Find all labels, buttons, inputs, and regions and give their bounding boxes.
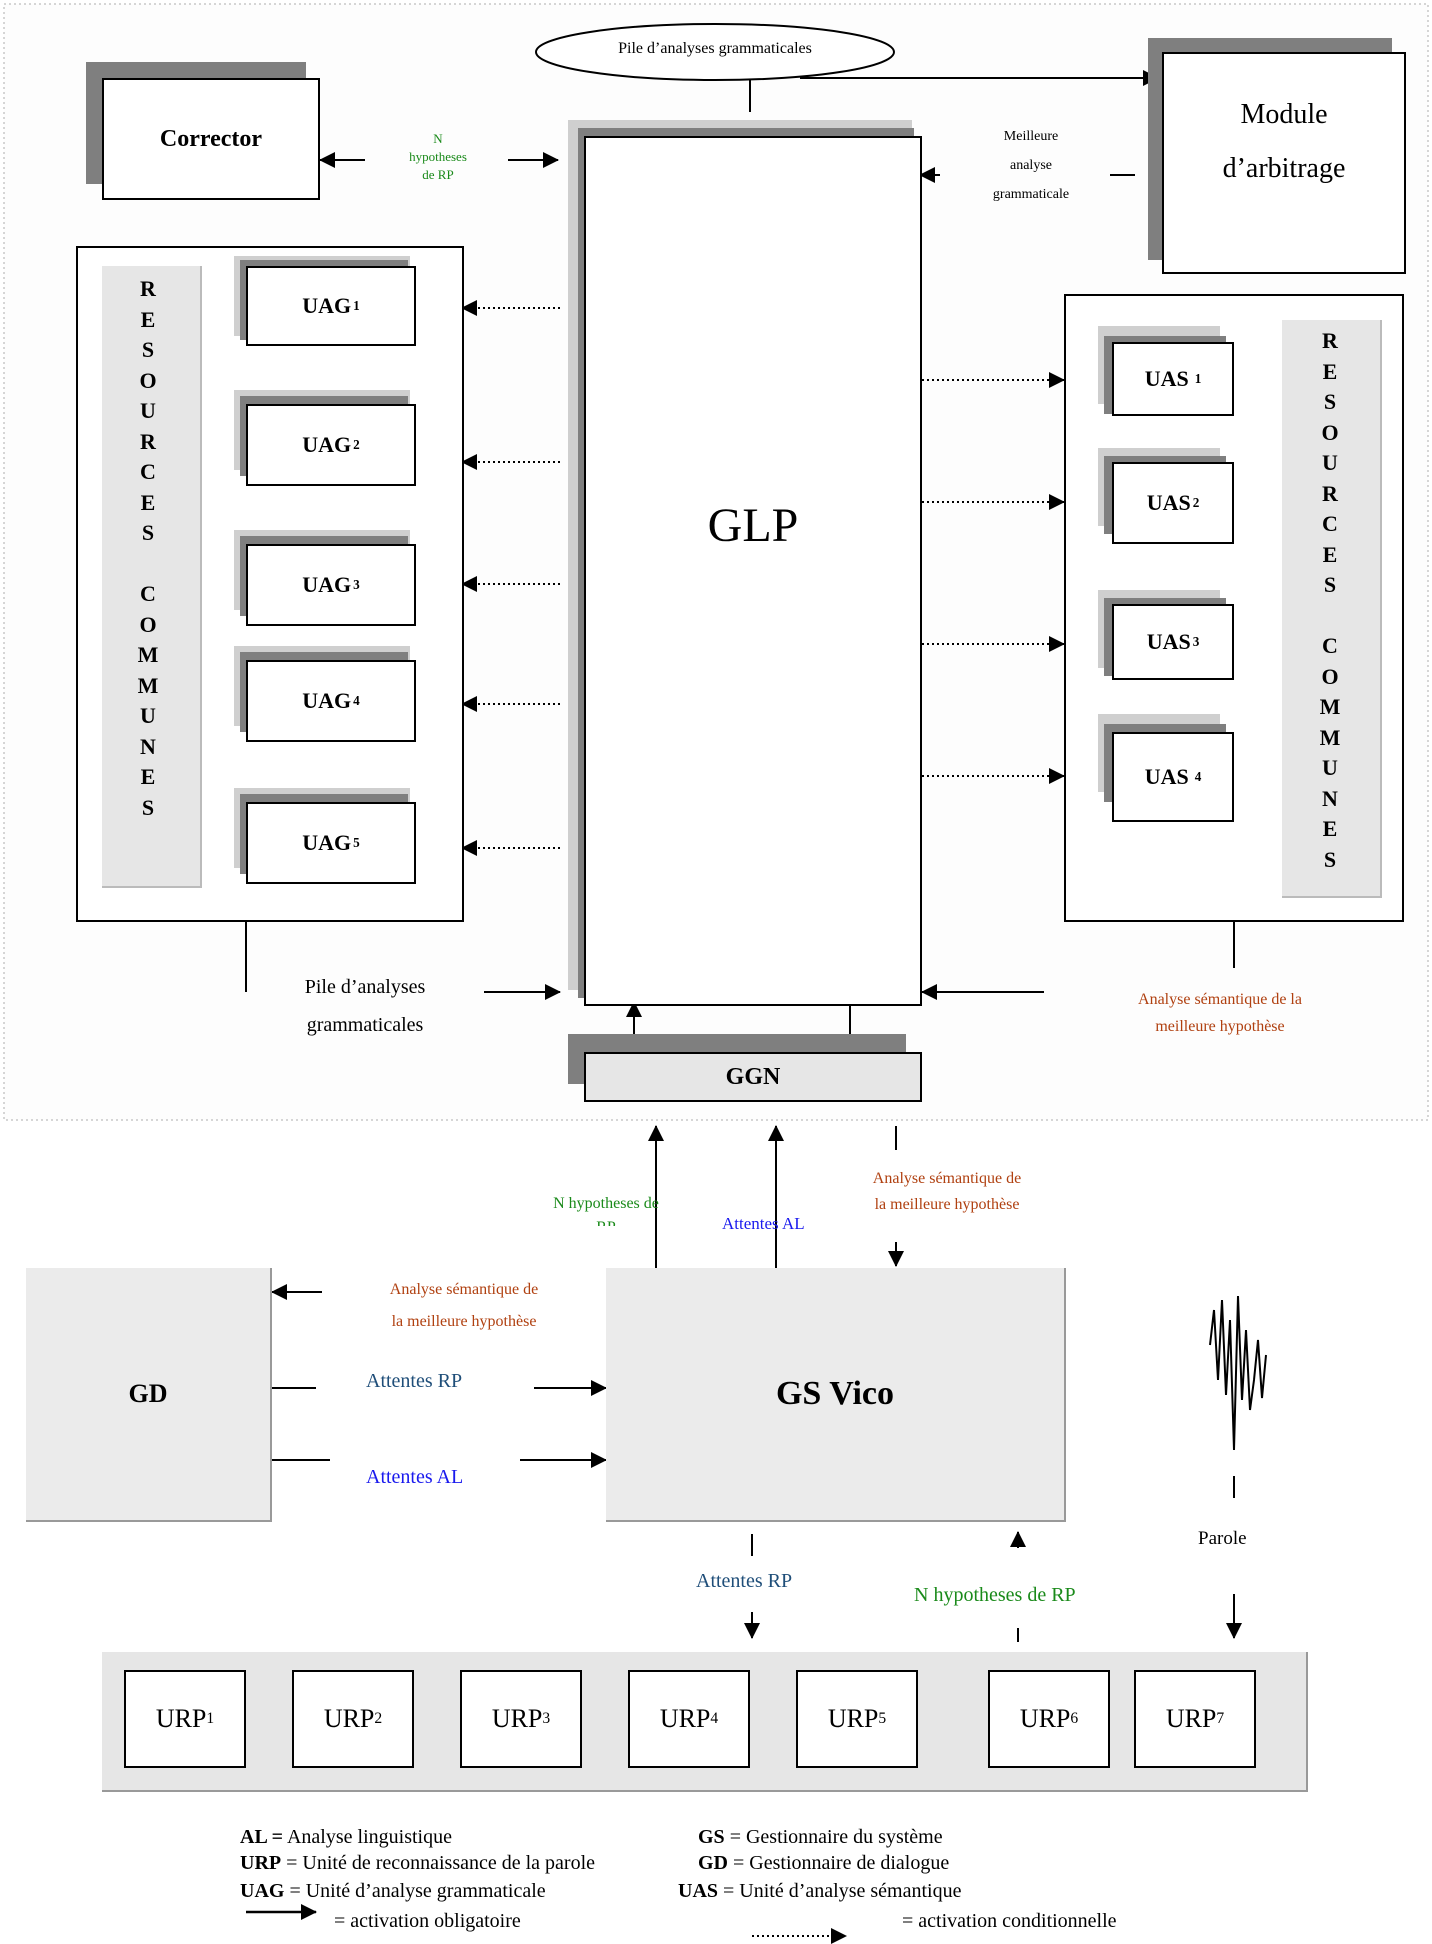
analyse-semantique-gd-label: Analyse sémantique de la meilleure hypot… — [389, 1281, 539, 1330]
corrector-box: Corrector — [102, 78, 320, 200]
attentes-al-gd-label: Attentes AL — [366, 1466, 464, 1488]
module-arbitrage-box: Module d’arbitrage — [1162, 52, 1406, 274]
module-arbitrage-label: Module d’arbitrage — [1222, 99, 1346, 184]
gd-label: GD — [128, 1379, 168, 1408]
legend-uas: UAS = Unité d’analyse sémantique — [678, 1880, 962, 1902]
pile-bottom-label: Pile d’analyses grammaticales — [304, 976, 426, 1036]
right-resources-bar — [1282, 320, 1382, 898]
n-hypotheses-mid-label: N hypotheses de RP — [553, 1195, 659, 1226]
gs-vico-label: GS Vico — [775, 1375, 895, 1412]
left-resources-bar — [102, 266, 202, 888]
attentes-rp-gd-label: Attentes RP — [366, 1370, 463, 1392]
gs-vico-box: GS Vico — [606, 1268, 1066, 1522]
parole-label: Parole — [1198, 1528, 1247, 1549]
top-stack-ellipse — [535, 23, 895, 81]
analyse-semantique-mid-label: Analyse sémantique de la meilleure hypot… — [872, 1170, 1022, 1213]
legend-mandatory: = activation obligatoire — [334, 1910, 521, 1932]
gd-box: GD — [26, 1268, 272, 1522]
legend-urp: URP = Unité de reconnaissance de la paro… — [240, 1852, 596, 1874]
legend-gs: GS = Gestionnaire du système — [698, 1826, 943, 1848]
n-hypotheses-small-label: N hypotheses de RP — [409, 131, 467, 182]
analyse-semantique-right-label: Analyse sémantique de la meilleure hypot… — [1138, 991, 1302, 1035]
legend-conditional: = activation conditionnelle — [902, 1910, 1117, 1932]
glp-label: GLP — [707, 499, 799, 552]
corrector-label: Corrector — [159, 125, 263, 152]
attentes-rp-bottom-label: Attentes RP — [696, 1570, 793, 1592]
legend-al: AL = Analyse linguistique — [240, 1826, 452, 1848]
legend-gd: GD = Gestionnaire de dialogue — [698, 1852, 950, 1874]
speech-waveform-icon — [1209, 1295, 1267, 1451]
ggn-box: GGN — [584, 1052, 922, 1102]
ggn-label: GGN — [725, 1063, 781, 1090]
attentes-al-mid-label: Attentes AL — [722, 1214, 805, 1233]
glp-box: GLP — [584, 136, 922, 1006]
n-hypotheses-bottom-label: N hypotheses de RP — [914, 1584, 1076, 1606]
legend-uag: UAG = Unité d’analyse grammaticale — [240, 1880, 546, 1902]
meilleure-analyse-label: Meilleure analyse grammaticale — [992, 129, 1070, 202]
top-stack-label: Pile d’analyses grammaticales — [618, 40, 812, 57]
